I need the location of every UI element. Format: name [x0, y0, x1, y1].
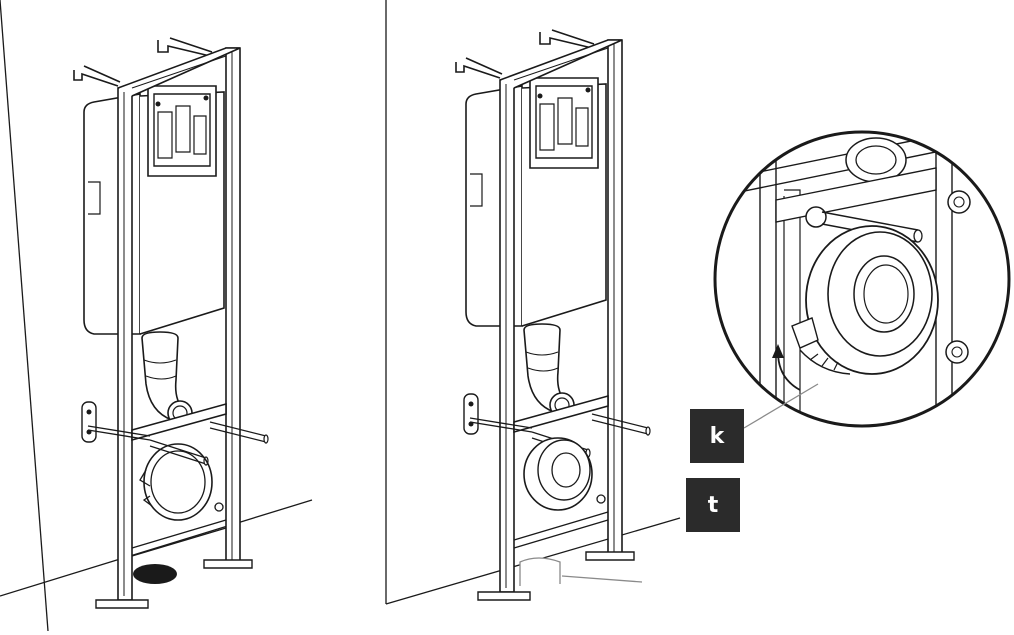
- clamp-ring-left: [140, 444, 212, 520]
- wall-edge-left: [0, 0, 48, 631]
- leader-line-t: [562, 576, 642, 582]
- callout-k-text: k: [709, 423, 725, 449]
- detail-zoom: [715, 120, 1014, 430]
- drain-hole: [133, 564, 177, 584]
- pipe-sleeve: [520, 558, 560, 586]
- leader-line-k: [744, 384, 818, 428]
- clamp-ring-right: [524, 438, 592, 510]
- frame-assembly-left: [73, 37, 269, 609]
- callout-label-t: t: [686, 478, 740, 532]
- frame-assembly-right: [455, 29, 651, 601]
- callout-label-k: k: [690, 409, 744, 463]
- arrow-head-icon: [772, 344, 784, 358]
- callout-t-text: t: [707, 492, 719, 518]
- floor-line-left: [0, 500, 312, 596]
